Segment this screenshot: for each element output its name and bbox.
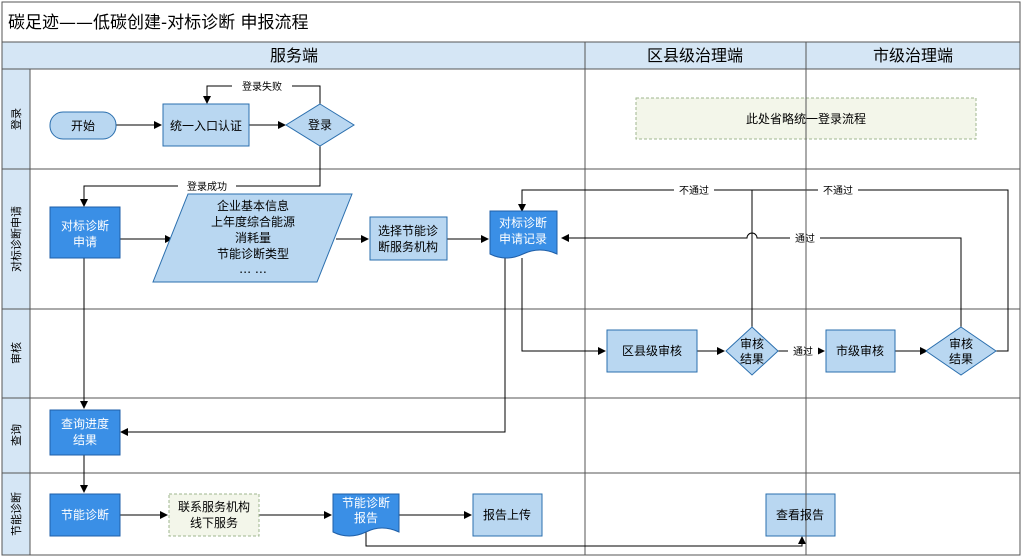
label-not-passed-1: 不通过: [679, 184, 709, 197]
node-contact-line1: 联系服务机构: [178, 499, 250, 514]
node-start-label: 开始: [71, 119, 95, 133]
node-login-note-label: 此处省略统一登录流程: [746, 111, 866, 126]
node-view-label: 查看报告: [776, 507, 824, 522]
node-report-line1: 节能诊断: [342, 495, 390, 510]
node-record-line1: 对标诊断: [499, 215, 547, 230]
node-info-line1: 企业基本信息: [217, 198, 289, 213]
node-district-result: [725, 326, 779, 376]
node-city-result: [925, 326, 997, 376]
node-info-line3: 消耗量: [235, 231, 271, 245]
node-info-line5: … …: [239, 262, 267, 276]
node-select: [369, 216, 448, 261]
lane-login: 登录: [9, 108, 23, 130]
node-query: [49, 409, 121, 456]
column-city: 市级治理端: [873, 46, 953, 65]
node-district-review-label: 区县级审核: [622, 343, 682, 358]
diagram-title: 碳足迹——低碳创建-对标诊断 申报流程: [8, 13, 309, 33]
label-not-passed-2: 不通过: [823, 184, 853, 197]
node-diagnose-label: 节能诊断: [61, 507, 109, 522]
node-apply-line2: 申请: [73, 235, 97, 249]
node-record-line2: 申请记录: [499, 232, 547, 246]
node-info-line2: 上年度综合能源: [211, 214, 295, 229]
label-passed-1: 通过: [793, 345, 813, 358]
column-service: 服务端: [270, 46, 318, 65]
label-passed-2: 通过: [795, 232, 815, 245]
node-report: [332, 493, 400, 537]
lane-apply: 对标诊断申请: [9, 206, 23, 272]
node-district-review: [606, 329, 698, 373]
node-info-line4: 节能诊断类型: [217, 246, 289, 261]
node-apply-line1: 对标诊断: [61, 218, 109, 233]
node-select-line1: 选择节能诊: [378, 224, 438, 238]
node-query-line2: 结果: [73, 433, 97, 447]
column-header-bar: [1, 41, 1021, 70]
label-login-fail: 登录失败: [242, 80, 282, 93]
node-district-result-line1: 审核: [740, 336, 764, 351]
lane-diagnose: 节能诊断: [9, 492, 23, 536]
node-contact-line2: 线下服务: [190, 515, 238, 530]
node-city-review-label: 市级审核: [836, 343, 884, 358]
title-bar: [1, 1, 1021, 43]
lane-query: 查询: [9, 424, 23, 446]
node-city-review: [825, 329, 896, 373]
node-contact: [168, 493, 260, 537]
node-auth: [162, 103, 250, 147]
node-city-result-line1: 审核: [949, 336, 973, 351]
node-query-line1: 查询进度: [61, 416, 109, 431]
node-login-decision-label: 登录: [308, 117, 332, 132]
node-start: [49, 111, 117, 140]
node-city-result-line2: 结果: [949, 352, 973, 366]
node-upload: [472, 493, 543, 537]
node-diagnose: [49, 493, 121, 537]
node-apply: [49, 206, 121, 259]
node-login-decision: [285, 103, 355, 147]
column-district: 区县级治理端: [647, 46, 743, 65]
node-district-result-line2: 结果: [740, 352, 764, 366]
node-auth-label: 统一入口认证: [170, 119, 242, 133]
lane-review: 审核: [9, 342, 23, 364]
node-select-line2: 断服务机构: [378, 239, 438, 254]
lane-label-column: [1, 68, 31, 556]
node-view: [765, 493, 836, 537]
node-upload-label: 报告上传: [483, 507, 531, 522]
node-report-line2: 报告: [354, 510, 378, 525]
label-login-success: 登录成功: [187, 180, 227, 193]
node-record: [489, 210, 558, 259]
node-info: [152, 193, 353, 283]
